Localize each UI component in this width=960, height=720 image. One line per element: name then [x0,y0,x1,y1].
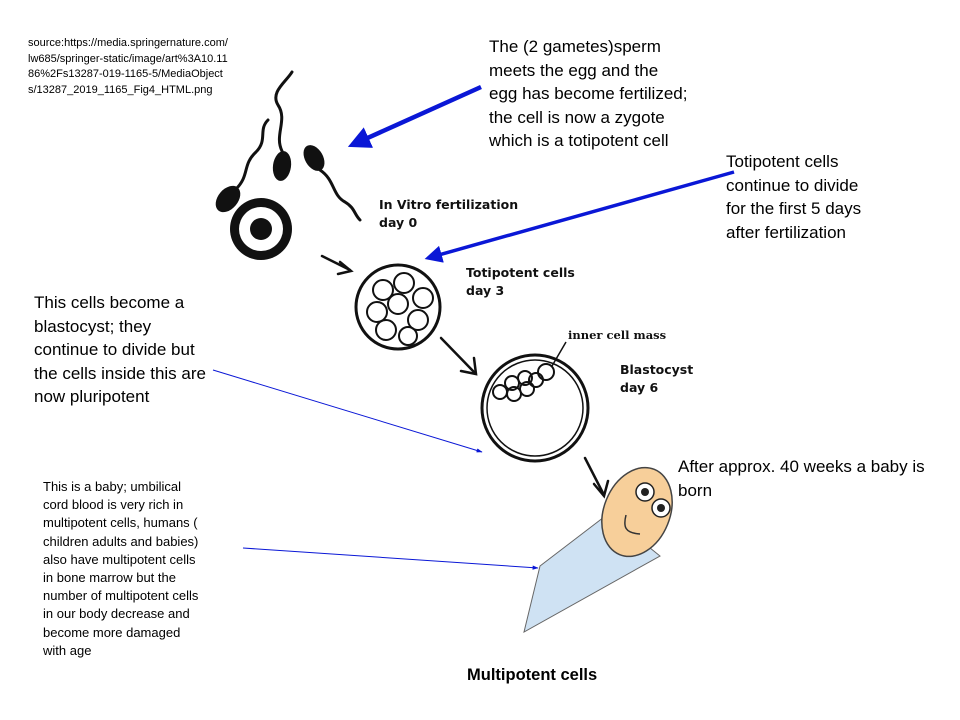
arrow-to-totipotent [320,254,354,276]
inner-cell-mass-label: inner cell mass [568,328,667,342]
blastocyst-day6-label: Blastocyst day 6 [620,362,694,395]
blastocyst-arrow [212,369,483,453]
arrow-to-blastocyst [439,336,478,376]
egg-icon [230,198,292,260]
blastocyst-icon [480,353,590,463]
umbilical-cord-note: This is a baby; umbilical cord blood is … [43,479,199,658]
inner-cell-mass-pointer [551,341,567,367]
fertilization-arrow [347,84,482,148]
blastocyst-note: This cells become a blastocyst; they con… [34,293,206,406]
arrow-to-baby [583,456,610,499]
baby-icon [523,466,673,633]
ivf-day0-label: In Vitro fertilization day 0 [379,197,519,230]
fertilization-note: The (2 gametes)sperm meets the egg and t… [489,37,688,150]
totipotent-cells-icon [354,263,442,351]
totipotent-note: Totipotent cells continue to divide for … [726,152,862,242]
source-citation: source:https://media.springernature.com/… [28,37,228,96]
sperm-icon [215,70,362,222]
multipotent-title: Multipotent cells [467,666,598,684]
birth-note: After approx. 40 weeks a baby is born [678,457,925,500]
baby-arrow [242,547,539,570]
totipotent-arrow [424,170,735,263]
totipotent-day3-label: Totipotent cells day 3 [466,265,575,298]
